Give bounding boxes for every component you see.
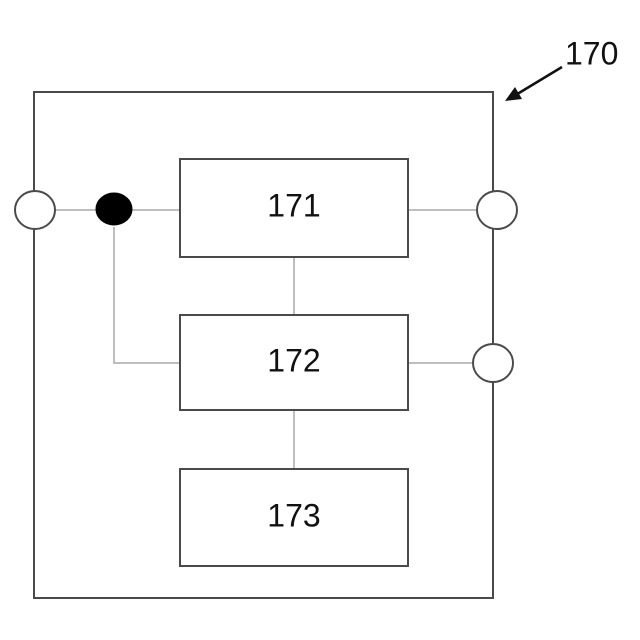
block-171: 171	[180, 159, 408, 257]
block-171-label: 171	[267, 187, 320, 223]
reference-label: 170	[565, 35, 618, 71]
left-terminal	[15, 191, 55, 229]
block-173-label: 173	[267, 497, 320, 533]
wire-junction-to-block-172	[114, 227, 180, 363]
block-172: 172	[180, 315, 408, 410]
block-172-label: 172	[267, 342, 320, 378]
block-173: 173	[180, 469, 408, 566]
right-terminal-upper	[477, 191, 517, 229]
junction-node	[96, 193, 132, 225]
reference-arrow-shaft	[514, 67, 562, 96]
reference-arrow	[505, 67, 562, 101]
right-terminal-lower	[473, 344, 513, 382]
